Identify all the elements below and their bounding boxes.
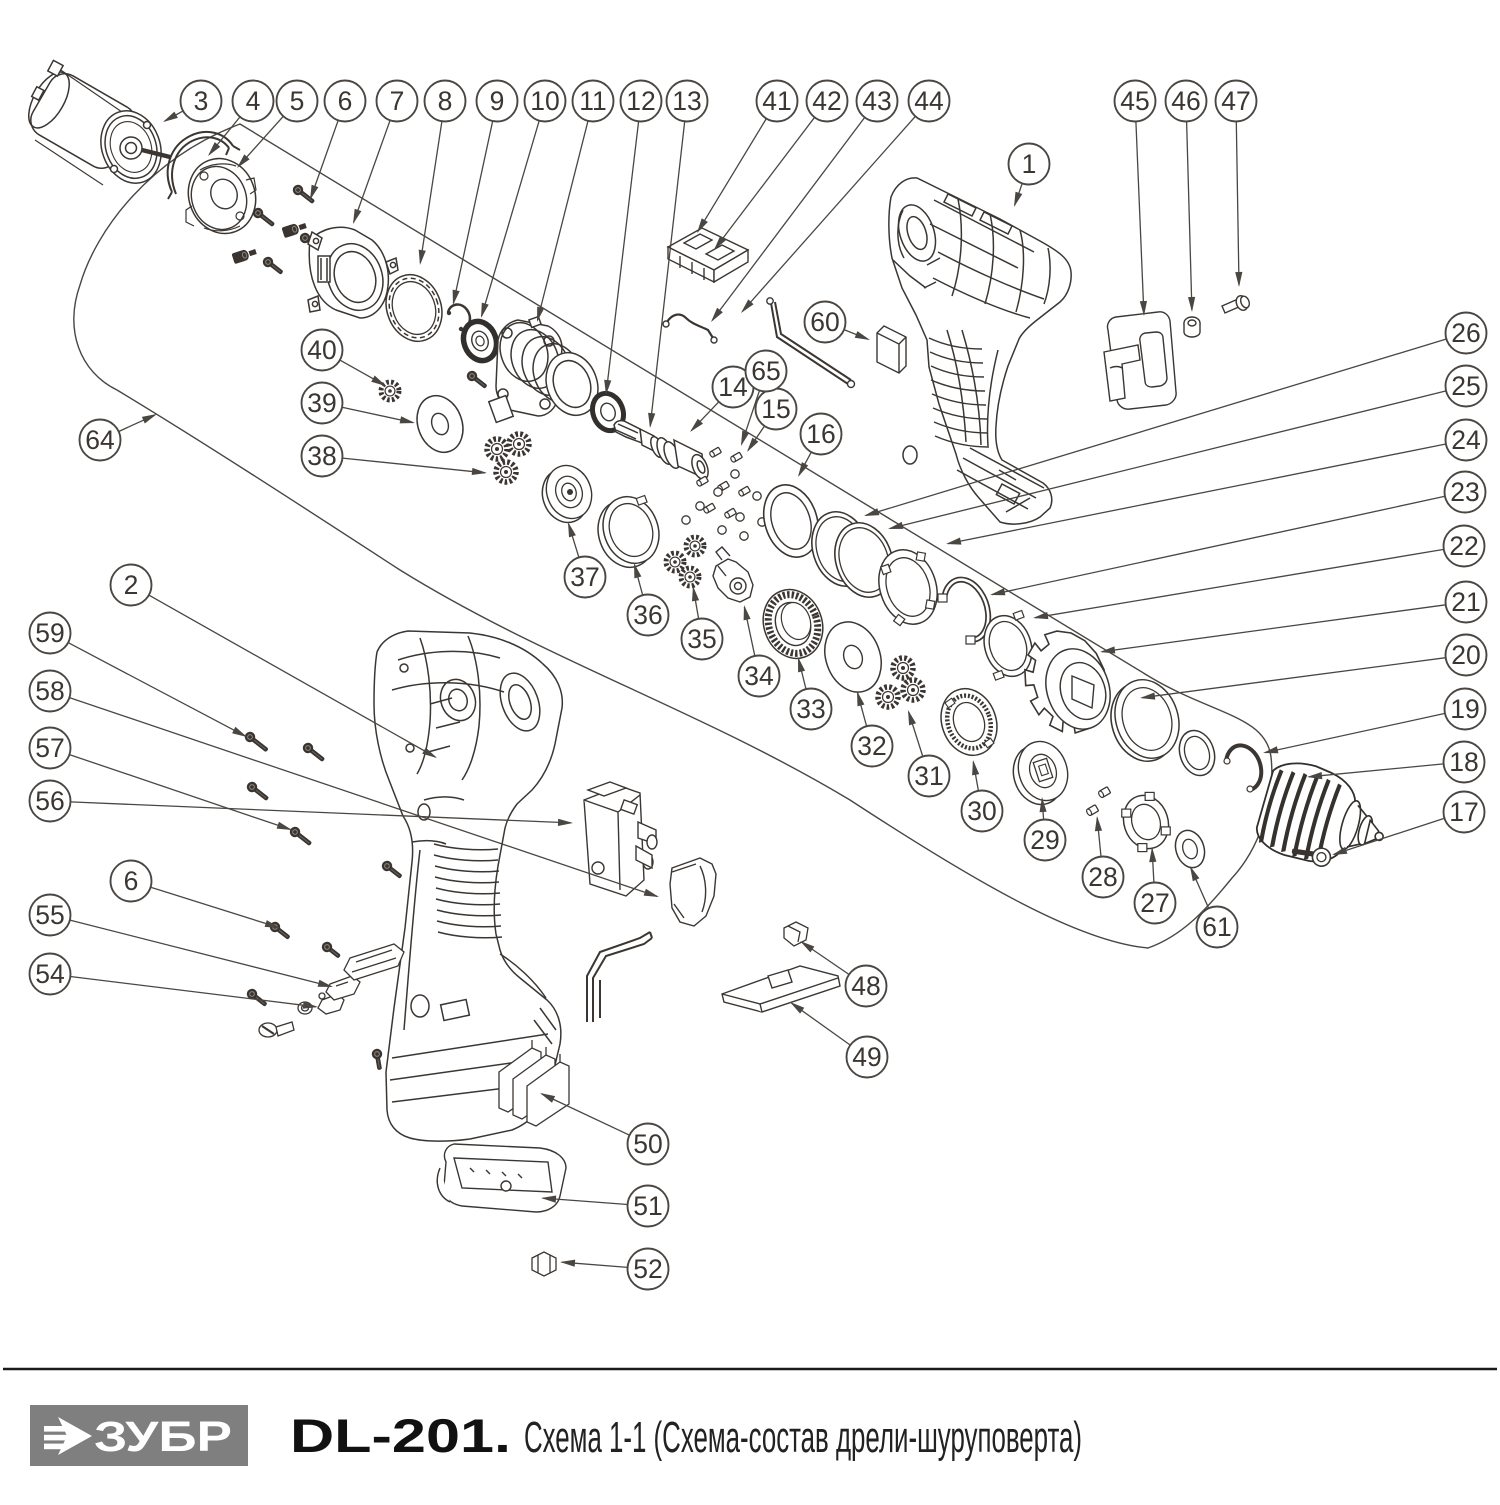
svg-text:37: 37	[570, 562, 599, 592]
svg-text:31: 31	[914, 761, 943, 791]
svg-text:21: 21	[1451, 587, 1480, 617]
svg-text:58: 58	[35, 676, 64, 706]
svg-text:19: 19	[1450, 694, 1479, 724]
svg-text:49: 49	[852, 1042, 881, 1072]
svg-text:65: 65	[751, 356, 780, 386]
svg-text:16: 16	[806, 419, 835, 449]
svg-text:40: 40	[307, 335, 336, 365]
svg-text:Схема 1-1 (Схема-состав дрели-: Схема 1-1 (Схема-состав дрели-шуруповерт…	[524, 1413, 1082, 1462]
svg-text:11: 11	[579, 86, 607, 116]
svg-text:46: 46	[1171, 86, 1200, 116]
svg-text:24: 24	[1451, 425, 1480, 455]
svg-text:51: 51	[633, 1191, 662, 1221]
svg-text:48: 48	[851, 971, 880, 1001]
svg-text:36: 36	[633, 600, 662, 630]
svg-text:61: 61	[1202, 912, 1231, 942]
svg-text:54: 54	[35, 959, 64, 989]
svg-text:38: 38	[307, 441, 336, 471]
svg-text:52: 52	[633, 1254, 662, 1284]
svg-text:22: 22	[1449, 531, 1478, 561]
svg-text:30: 30	[967, 796, 996, 826]
svg-text:42: 42	[812, 86, 841, 116]
svg-text:44: 44	[914, 86, 943, 116]
svg-text:2: 2	[124, 570, 139, 600]
svg-text:29: 29	[1030, 825, 1059, 855]
svg-text:50: 50	[633, 1129, 662, 1159]
svg-text:39: 39	[307, 388, 336, 418]
svg-text:55: 55	[35, 900, 64, 930]
svg-text:3: 3	[194, 86, 209, 116]
svg-text:DL-201.: DL-201.	[290, 1409, 511, 1462]
svg-text:60: 60	[810, 307, 839, 337]
svg-text:8: 8	[438, 86, 453, 116]
svg-text:47: 47	[1221, 86, 1250, 116]
svg-text:12: 12	[626, 86, 655, 116]
svg-text:20: 20	[1451, 640, 1480, 670]
svg-text:64: 64	[85, 425, 114, 455]
svg-text:57: 57	[35, 733, 64, 763]
svg-text:43: 43	[862, 86, 891, 116]
svg-text:45: 45	[1120, 86, 1149, 116]
svg-text:41: 41	[762, 86, 791, 116]
svg-text:28: 28	[1088, 862, 1117, 892]
svg-text:59: 59	[35, 618, 64, 648]
svg-text:13: 13	[672, 86, 701, 116]
svg-text:17: 17	[1449, 797, 1478, 827]
svg-text:32: 32	[857, 731, 886, 761]
svg-text:56: 56	[35, 786, 64, 816]
svg-text:27: 27	[1140, 888, 1169, 918]
svg-text:35: 35	[687, 624, 716, 654]
svg-text:14: 14	[718, 372, 747, 402]
svg-text:34: 34	[744, 661, 773, 691]
svg-text:6: 6	[338, 86, 353, 116]
svg-text:18: 18	[1449, 747, 1478, 777]
svg-text:6: 6	[124, 866, 139, 896]
svg-text:7: 7	[390, 86, 405, 116]
svg-text:5: 5	[290, 86, 305, 116]
svg-text:ЗУБР: ЗУБР	[94, 1413, 232, 1461]
svg-text:15: 15	[761, 394, 790, 424]
svg-text:26: 26	[1451, 318, 1480, 348]
svg-text:9: 9	[490, 86, 505, 116]
svg-text:1: 1	[1022, 149, 1037, 179]
svg-text:10: 10	[530, 86, 559, 116]
svg-text:4: 4	[246, 86, 261, 116]
svg-text:25: 25	[1451, 371, 1480, 401]
svg-text:23: 23	[1450, 477, 1479, 507]
svg-text:33: 33	[796, 694, 825, 724]
